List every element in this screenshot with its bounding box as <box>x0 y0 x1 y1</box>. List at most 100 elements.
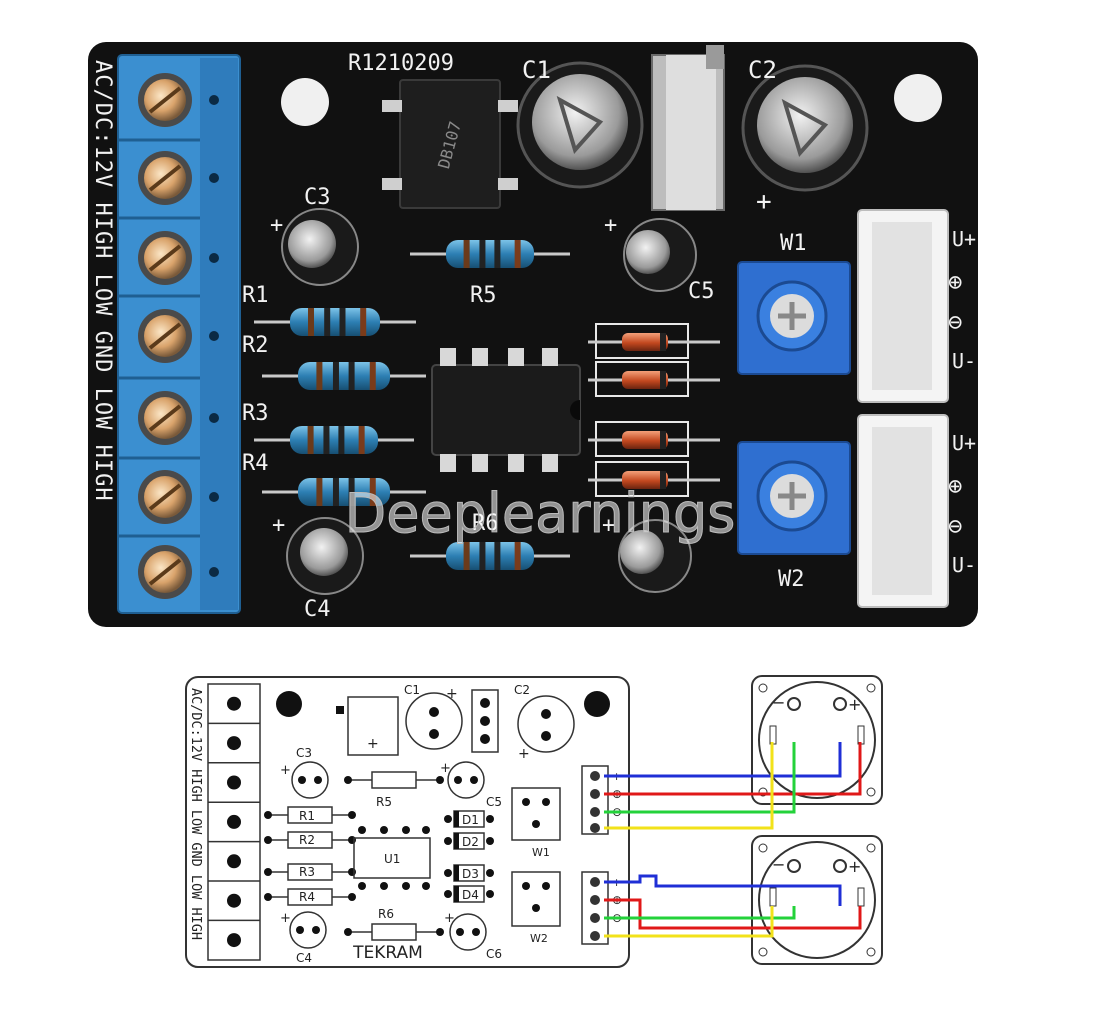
band-r6-4 <box>514 542 521 570</box>
band-r1-2 <box>324 308 331 336</box>
sch-pad-b-d1 <box>486 815 494 823</box>
resistor-r5 <box>446 240 534 268</box>
conn-bot-pin-1: U+ <box>952 431 976 455</box>
schematic-terminal <box>207 683 261 961</box>
conn-bot-pin-2: ⊕ <box>948 472 962 500</box>
resistor-r3 <box>290 426 378 454</box>
diode-band-d1 <box>660 333 666 351</box>
sch-pad-a-d4 <box>444 890 452 898</box>
band-r5-4 <box>514 240 521 268</box>
sch-terminal-screw-2 <box>227 736 241 751</box>
sch-ic-pin-top-4 <box>422 826 430 834</box>
capacitor-c2 <box>741 64 869 192</box>
sch-label-w1: W1 <box>532 846 550 859</box>
sch-pad-b-r2 <box>348 836 356 844</box>
sch-label-r5: R5 <box>376 795 392 809</box>
sch-terminal-screw-7 <box>227 933 241 948</box>
band-r6-1 <box>463 542 470 570</box>
label-r3: R3 <box>242 401 269 426</box>
sch-w2 <box>511 871 561 927</box>
sch-hole-right <box>584 691 610 717</box>
conn-top-pin-3: ⊖ <box>948 308 962 336</box>
band-r3-2 <box>323 426 330 454</box>
sch-label-u1: U1 <box>384 852 400 866</box>
sch-conn-pin-3 <box>590 807 600 817</box>
sch-conn-pin-7 <box>590 913 600 923</box>
meter-top-minus: − <box>772 693 785 712</box>
resistor-r6 <box>446 542 534 570</box>
screw-slot-7 <box>148 558 182 586</box>
sch-diode-band-d4 <box>454 886 459 902</box>
terminal-hole-6 <box>209 492 219 502</box>
resistor-r2 <box>298 362 390 390</box>
capacitor-c6 <box>618 519 692 593</box>
capacitor-c4 <box>286 517 364 595</box>
sch-pad-a-r4 <box>264 893 272 901</box>
band-r1-3 <box>339 308 346 336</box>
sch-c4-plus: + <box>280 911 291 926</box>
terminal-hole-2 <box>209 173 219 183</box>
connector-top <box>857 209 949 403</box>
band-r2-2 <box>332 362 339 390</box>
wire-top-green <box>604 742 796 814</box>
diode-band-d4 <box>660 471 666 489</box>
band-r2-4 <box>369 362 376 390</box>
sch-pad-b-d4 <box>486 890 494 898</box>
band-r5-1 <box>463 240 470 268</box>
sch-diode-band-d3 <box>454 865 459 881</box>
conn-bot-pin-4: U- <box>952 553 976 577</box>
sch-c3-plus: + <box>280 763 291 778</box>
band-r4-3 <box>348 478 355 506</box>
c6-plus-mark: + <box>602 513 615 538</box>
sch-c4 <box>289 911 327 949</box>
sch-pad-b-r4 <box>348 893 356 901</box>
sch-conn-pin-5 <box>590 877 600 887</box>
sch-terminal-screw-3 <box>227 775 241 790</box>
sch-label-r1: R1 <box>299 809 315 823</box>
wire-top-blue <box>604 742 842 778</box>
label-c5: C5 <box>688 279 715 304</box>
sch-pad-a-r2 <box>264 836 272 844</box>
sch-w1 <box>511 787 561 841</box>
sch-label-r6: R6 <box>378 907 394 921</box>
terminal-hole-7 <box>209 567 219 577</box>
sch-pad-b-d2 <box>486 837 494 845</box>
sch-label-c2: C2 <box>514 683 530 697</box>
pcb-board: AC/DC:12V HIGH LOW GND LOW HIGH R1210209… <box>88 42 978 627</box>
sch-label-r2: R2 <box>299 833 315 847</box>
c4-plus-mark: + <box>272 513 285 538</box>
sch-resistor-r2 <box>287 831 333 849</box>
band-r2-1 <box>316 362 323 390</box>
wire-bottom-red <box>604 898 862 930</box>
screw-slot-5 <box>148 404 182 432</box>
sch-pad-a-d2 <box>444 837 452 845</box>
sch-pin1-mark <box>336 706 344 714</box>
c5-plus-mark: + <box>604 213 617 238</box>
sch-pad-a-r5 <box>344 776 352 784</box>
schematic-edge-label: AC/DC:12V HIGH LOW GND LOW HIGH <box>188 688 204 940</box>
sch-c3 <box>291 761 329 799</box>
label-w1: W1 <box>780 231 807 256</box>
sch-pad-a-r1 <box>264 811 272 819</box>
sch-bridge-plus: + <box>367 736 379 752</box>
sch-pad-b-d3 <box>486 869 494 877</box>
sch-label-c6: C6 <box>486 947 502 961</box>
sch-terminal-screw-5 <box>227 854 241 869</box>
sch-resistor-r3 <box>287 863 333 881</box>
sch-diode-band-d2 <box>454 833 459 849</box>
terminal-side <box>200 58 238 610</box>
diode-d1 <box>622 333 668 351</box>
sch-label-d3: D3 <box>462 867 479 881</box>
watermark: Deeplearnings <box>345 482 736 545</box>
sch-c6-plus: + <box>444 911 455 926</box>
schematic-layout: AC/DC:12V HIGH LOW GND LOW HIGH + C1 + C… <box>185 675 883 968</box>
label-w2: W2 <box>778 567 805 592</box>
label-r1: R1 <box>242 283 269 308</box>
label-r2: R2 <box>242 333 269 358</box>
conn-top-pin-1: U+ <box>952 227 976 251</box>
sch-label-d2: D2 <box>462 835 479 849</box>
sch-label-c3: C3 <box>296 746 312 760</box>
sch-conn-pin-1 <box>590 771 600 781</box>
sch-label-d4: D4 <box>462 888 479 902</box>
